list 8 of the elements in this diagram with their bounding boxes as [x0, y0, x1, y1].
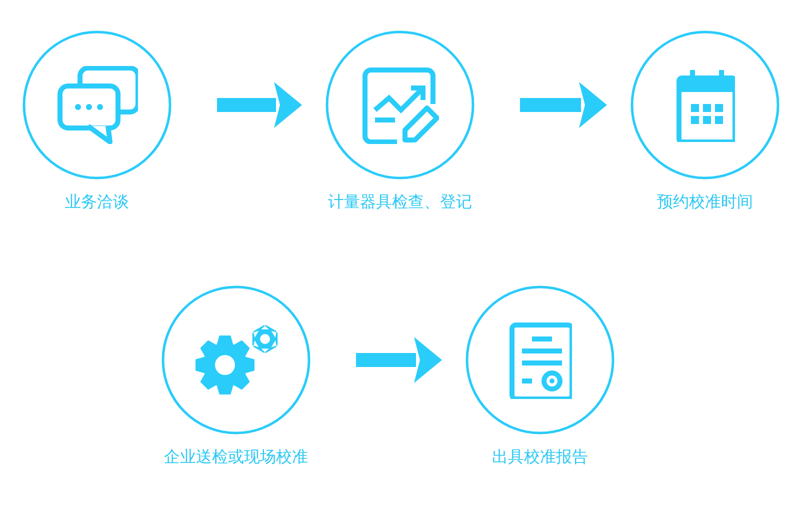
step-label: 企业送检或现场校准 [164, 447, 308, 466]
step-label: 计量器具检查、登记 [328, 192, 472, 211]
step-label: 业务洽谈 [65, 192, 129, 211]
step-label: 预约校准时间 [657, 192, 753, 211]
step-label: 出具校准报告 [492, 447, 588, 466]
arrow [217, 82, 302, 128]
arrow [356, 337, 442, 383]
arrow [520, 82, 607, 128]
